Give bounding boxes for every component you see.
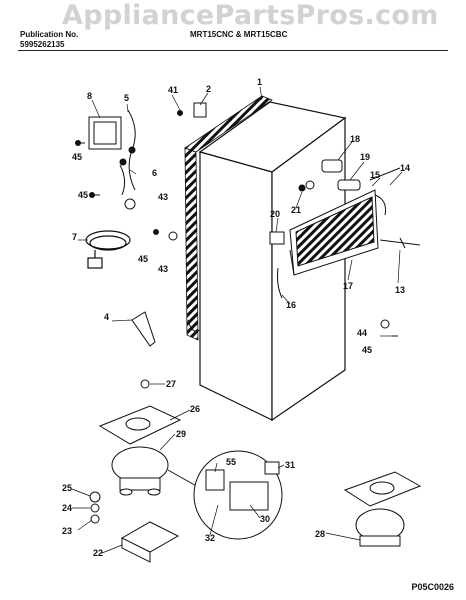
wiring-harness-part	[119, 109, 136, 196]
header-rule	[18, 50, 448, 51]
callout-20: 20	[270, 209, 280, 219]
callout-16: 16	[286, 300, 296, 310]
callout-18: 18	[350, 134, 360, 144]
watermark: AppliancePartsPros.com	[62, 0, 439, 31]
callout-14: 14	[400, 163, 410, 173]
callout-45d: 45	[362, 345, 372, 355]
model-numbers: MRT15CNC & MRT15CBC	[190, 30, 288, 39]
diagram-code: P05C0026	[411, 582, 454, 592]
callout-45a: 45	[72, 152, 82, 162]
callout-2: 2	[206, 84, 211, 94]
callout-24: 24	[62, 503, 72, 513]
drain-tube-part	[131, 311, 156, 347]
callout-43a: 43	[158, 192, 168, 202]
callout-25: 25	[62, 483, 72, 493]
thermostat-part	[88, 116, 122, 150]
callout-41: 41	[168, 85, 178, 95]
callout-13: 13	[395, 285, 405, 295]
callout-28: 28	[315, 529, 325, 539]
callout-27: 27	[166, 379, 176, 389]
callout-44: 44	[357, 328, 367, 338]
callout-7: 7	[72, 232, 77, 242]
leader-lines	[71, 86, 403, 554]
callout-30: 30	[260, 514, 270, 524]
callout-5: 5	[124, 93, 129, 103]
relay-overload-parts	[193, 450, 283, 540]
callout-6: 6	[152, 168, 157, 178]
callout-15: 15	[370, 170, 380, 180]
callout-45c: 45	[138, 254, 148, 264]
compressor-alt-part	[343, 471, 422, 547]
callout-19: 19	[360, 152, 370, 162]
door-gasket	[184, 95, 273, 341]
callout-1: 1	[257, 77, 262, 87]
condenser-part	[289, 189, 386, 276]
callout-29: 29	[176, 429, 186, 439]
publication-number: 5995262135	[20, 40, 65, 49]
publication-label: Publication No.	[20, 30, 79, 39]
callout-26: 26	[190, 404, 200, 414]
callout-23: 23	[62, 526, 72, 536]
callout-8: 8	[87, 91, 92, 101]
light-assembly-parts	[269, 159, 421, 249]
callout-31: 31	[285, 460, 295, 470]
drain-pan-part	[98, 405, 182, 445]
callout-32: 32	[205, 533, 215, 543]
screw-part	[140, 379, 150, 389]
mounting-bracket-part	[120, 521, 180, 563]
callout-4: 4	[104, 312, 109, 322]
tube-part	[277, 267, 283, 299]
callout-17: 17	[343, 281, 353, 291]
compressor-part	[111, 446, 201, 496]
grommet-parts	[89, 491, 101, 524]
callout-43b: 43	[158, 264, 168, 274]
fastener-parts	[75, 102, 398, 337]
callout-45b: 45	[78, 190, 88, 200]
callout-22: 22	[93, 548, 103, 558]
callout-55: 55	[226, 457, 236, 467]
callout-numbers: 1 2 4 5 6 7 8 13 14 15 16 17 18 19 20 21…	[62, 77, 410, 558]
callout-21: 21	[291, 205, 301, 215]
power-cord-part	[85, 230, 131, 269]
